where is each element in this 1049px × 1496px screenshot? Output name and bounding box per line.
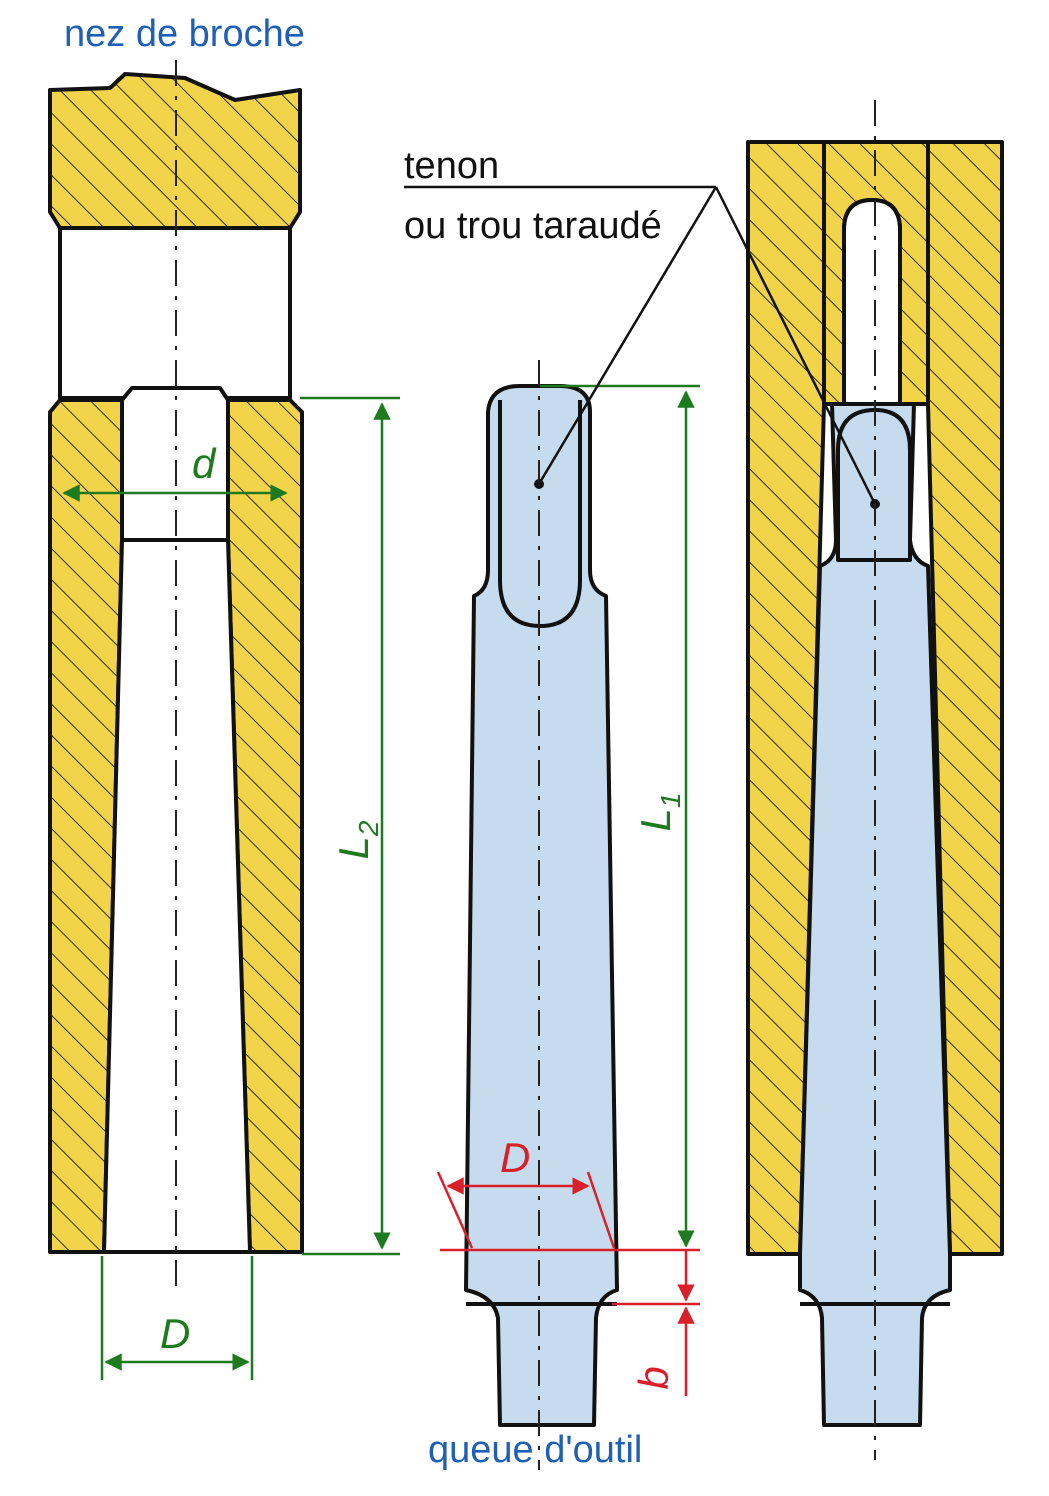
svg-text:b: b [630,1366,677,1389]
spindle-nose-section [48,60,304,1290]
dim-L1-label: L1 [632,793,686,832]
dim-d-label: d [192,440,217,487]
spindle-nose-label: nez de broche [64,13,305,55]
svg-text:L2: L2 [330,820,384,859]
tool-shank [464,360,619,1470]
tenon-leader-to-assembly [714,186,877,505]
spindle-top-block [48,72,302,230]
dim-b-label: b [630,1366,677,1389]
dim-D-mid-label: D [500,1134,530,1181]
tool-shank-label: queue d'outil [428,1429,642,1471]
assembly-slot [842,198,902,406]
tenon-label-line1: tenon [404,145,499,187]
shank-dimensions: L1 D b [436,384,700,1396]
dim-D-mid-ext-b [586,1171,616,1249]
assembly-section [746,100,1004,1460]
shank-body [464,384,619,1427]
svg-text:L1: L1 [632,793,686,832]
tenon-label-line2: ou trou taraudé [404,205,662,247]
dim-D-left-label: D [160,1310,190,1357]
dim-D-mid-ext-a [436,1171,474,1249]
spindle-dimensions: d L2 D [62,396,400,1380]
tenon-leader-to-shank [537,186,718,485]
tenon-leader [404,185,877,505]
dim-L2-label: L2 [330,820,384,859]
